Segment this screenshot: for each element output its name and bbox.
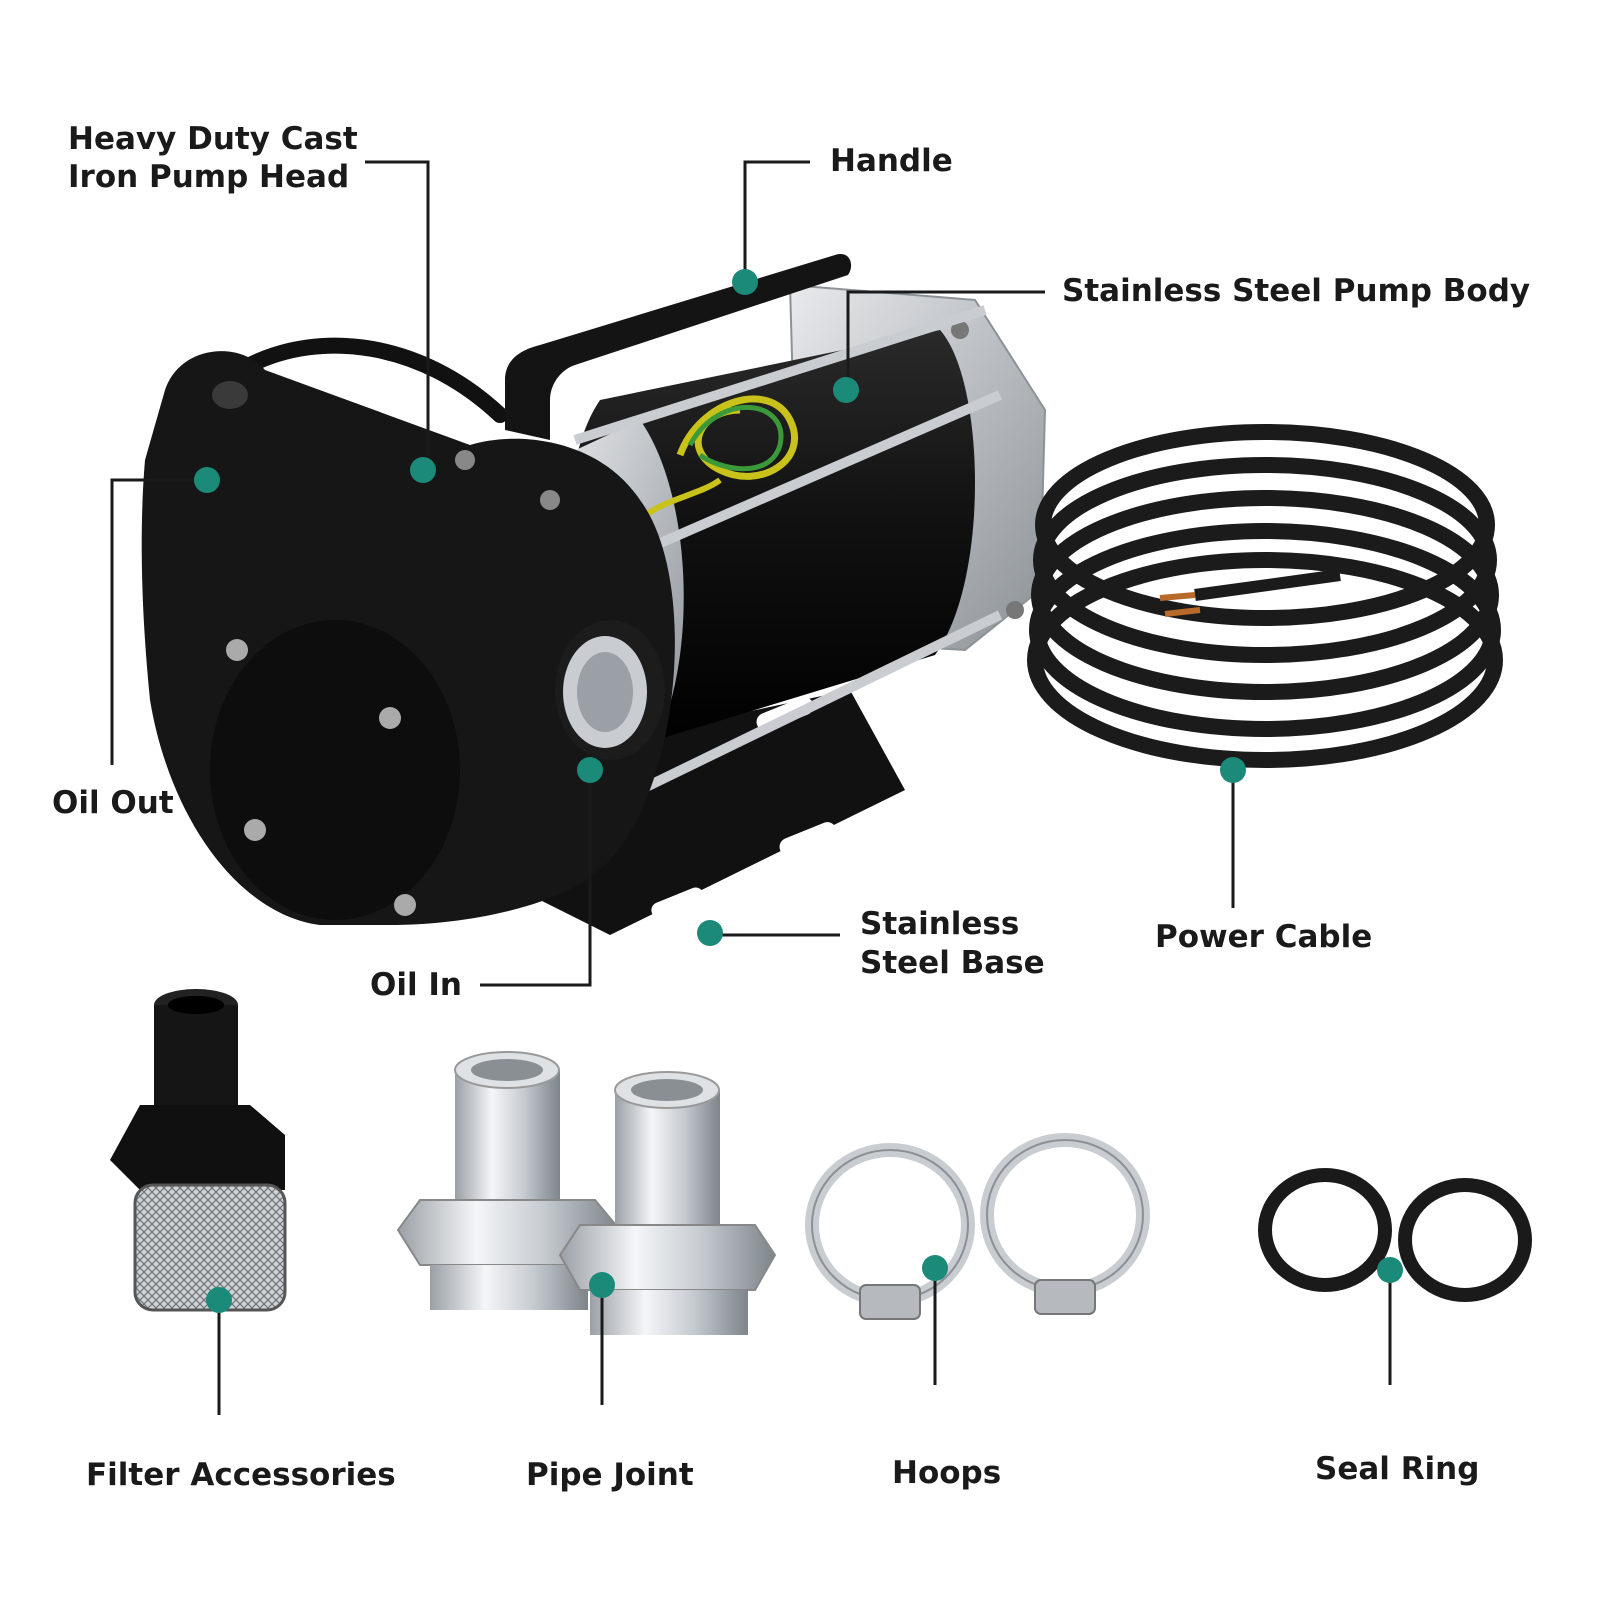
- callout-markers: [194, 269, 1403, 1313]
- marker-filter: [206, 1287, 232, 1313]
- marker-pipe-joint: [589, 1272, 615, 1298]
- label-power-cable: Power Cable: [1155, 919, 1373, 955]
- marker-power-cable: [1220, 757, 1246, 783]
- seal-ring-2: [1398, 1178, 1532, 1302]
- label-base-line1: Stainless: [860, 906, 1020, 942]
- pipe-joint-2: [558, 1071, 777, 1335]
- marker-pump-body: [833, 377, 859, 403]
- seal-ring-1: [1258, 1168, 1392, 1292]
- marker-oil-in: [577, 757, 603, 783]
- label-oil-in: Oil In: [370, 967, 463, 1003]
- label-filter-accessories: Filter Accessories: [86, 1457, 396, 1493]
- label-pipe-joint: Pipe Joint: [526, 1457, 694, 1493]
- label-pump-body: Stainless Steel Pump Body: [1062, 273, 1531, 309]
- power-cable-coil: [1027, 424, 1503, 768]
- head-cord: [242, 337, 508, 423]
- leader-lines: [110, 160, 1392, 1415]
- handle: [505, 254, 852, 440]
- marker-pump-head: [410, 457, 436, 483]
- filter-accessory: [110, 989, 287, 1312]
- marker-handle: [732, 269, 758, 295]
- label-oil-out: Oil Out: [52, 785, 174, 821]
- marker-oil-out: [194, 467, 220, 493]
- marker-hoops: [922, 1255, 948, 1281]
- label-hoops: Hoops: [892, 1455, 1002, 1491]
- hoop-1: [805, 1143, 975, 1320]
- label-handle: Handle: [830, 143, 953, 179]
- pump-assembly: [141, 254, 1047, 935]
- marker-base: [697, 920, 723, 946]
- label-base-line2: Steel Base: [860, 945, 1045, 981]
- label-seal-ring: Seal Ring: [1315, 1451, 1480, 1487]
- label-pump-head-line1: Heavy Duty Cast: [68, 121, 358, 157]
- label-pump-head-line2: Iron Pump Head: [68, 159, 350, 195]
- marker-seal-ring: [1377, 1257, 1403, 1283]
- hoop-2: [980, 1133, 1150, 1315]
- cast-iron-pump-head: [141, 351, 675, 925]
